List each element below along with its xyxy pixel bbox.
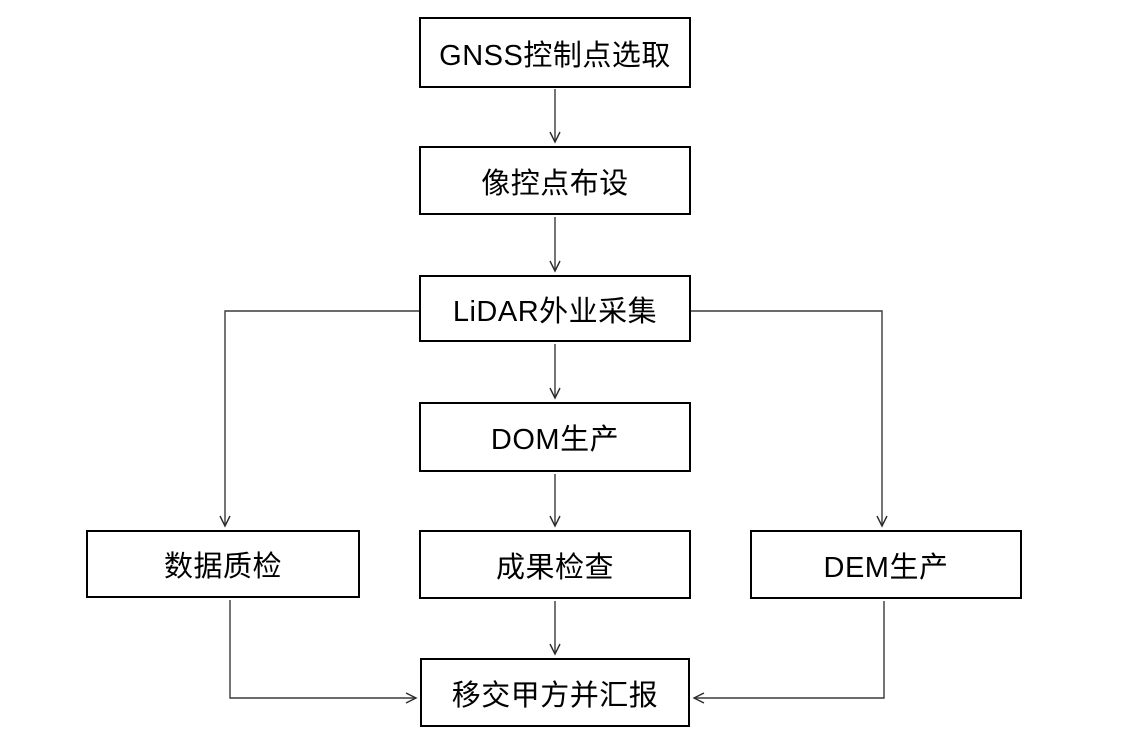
node-image-control-point-layout: 像控点布设 [419, 146, 691, 215]
node-dem-production: DEM生产 [750, 530, 1022, 599]
node-lidar-field-collection: LiDAR外业采集 [419, 275, 691, 342]
node-label: DEM生产 [823, 551, 949, 584]
node-label: LiDAR外业采集 [452, 295, 658, 328]
node-result-inspection: 成果检查 [419, 530, 691, 599]
edge-shuju-to-yijiao [229, 600, 418, 704]
node-label: 成果检查 [495, 551, 614, 584]
node-label: 像控点布设 [481, 167, 629, 200]
node-dom-production: DOM生产 [419, 402, 691, 472]
node-label: 移交甲方并汇报 [451, 679, 659, 712]
node-gnss-control-point-selection: GNSS控制点选取 [419, 17, 691, 88]
node-label: 数据质检 [163, 551, 282, 583]
node-data-quality-check: 数据质检 [86, 530, 360, 598]
edge-dem-to-yijiao [692, 601, 885, 704]
node-label: DOM生产 [490, 424, 620, 456]
node-label: GNSS控制点选取 [439, 39, 671, 72]
edge-lidar-to-dem [691, 310, 888, 528]
edge-lidar-to-shuju [219, 310, 419, 528]
node-handover-and-report: 移交甲方并汇报 [420, 658, 690, 727]
